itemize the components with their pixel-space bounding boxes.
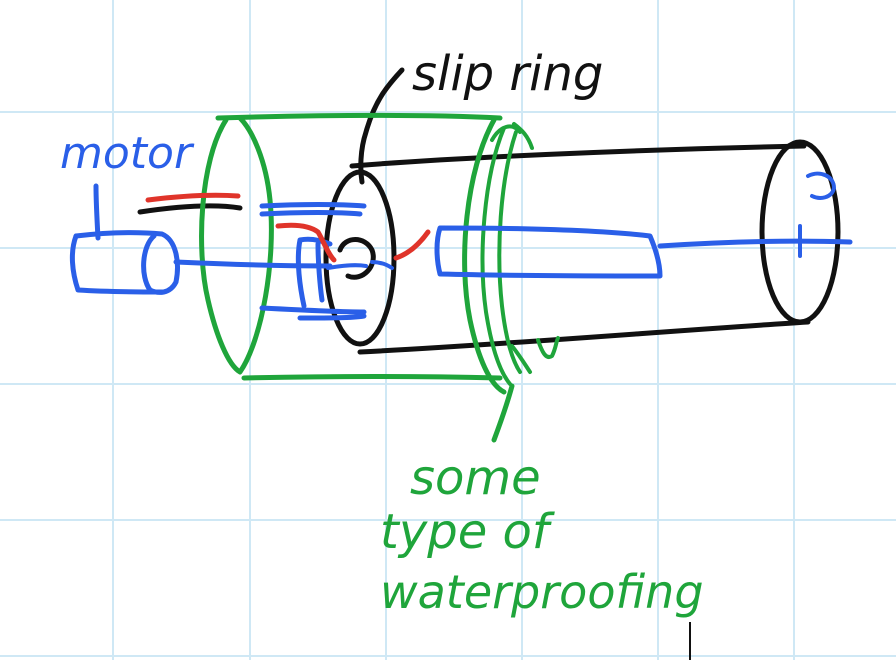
sleeve-top-edge: [215, 112, 503, 121]
motor-body: [73, 230, 180, 295]
seal-squiggle-bottom: [510, 336, 560, 374]
sleeve-bottom-edge: [241, 374, 503, 381]
seal-squiggle-top: [490, 122, 534, 150]
red-wire-middle: [275, 222, 337, 263]
motor-and-shaft: [69, 171, 853, 321]
waterproofing-label-line2: type of: [380, 504, 555, 560]
red-wire-top: [145, 192, 241, 203]
seal-ring-middle: [480, 126, 512, 386]
waterproofing-sleeve: [199, 112, 560, 443]
motor-leader-line: [93, 183, 101, 241]
slip-ring-label: slip ring: [412, 46, 603, 102]
slip-ring-hub: [337, 237, 376, 280]
coupling-top: [259, 202, 367, 217]
motor-label: motor: [60, 128, 195, 179]
motor-shaft: [173, 259, 333, 269]
seal-ring-outer: [462, 117, 507, 395]
coupling-block: [295, 236, 333, 309]
output-shaft-housing: [434, 225, 663, 279]
slip-ring-housing: [137, 67, 841, 355]
output-shaft: [657, 238, 853, 249]
brush-contacts: [326, 260, 394, 270]
housing-top-line: [137, 203, 243, 215]
waterproofing-label-line1: some: [410, 450, 541, 506]
slip-ring-leader-line: [358, 67, 405, 185]
cylinder-top-edge: [349, 143, 807, 169]
waterproofing-leader-line: [491, 383, 515, 443]
waterproofing-label-line3: waterproofing: [380, 565, 704, 619]
cylinder-right-cap: [759, 139, 841, 325]
coupling-bottom: [259, 305, 367, 321]
sleeve-left-ellipse: [199, 115, 274, 375]
seal-ring-inner: [497, 130, 522, 374]
wires: [145, 192, 431, 263]
end-cap-marker: [806, 171, 836, 200]
motor-body-outline: [69, 233, 165, 295]
cylinder-bottom-edge: [357, 319, 811, 355]
red-wire-right: [393, 229, 431, 261]
